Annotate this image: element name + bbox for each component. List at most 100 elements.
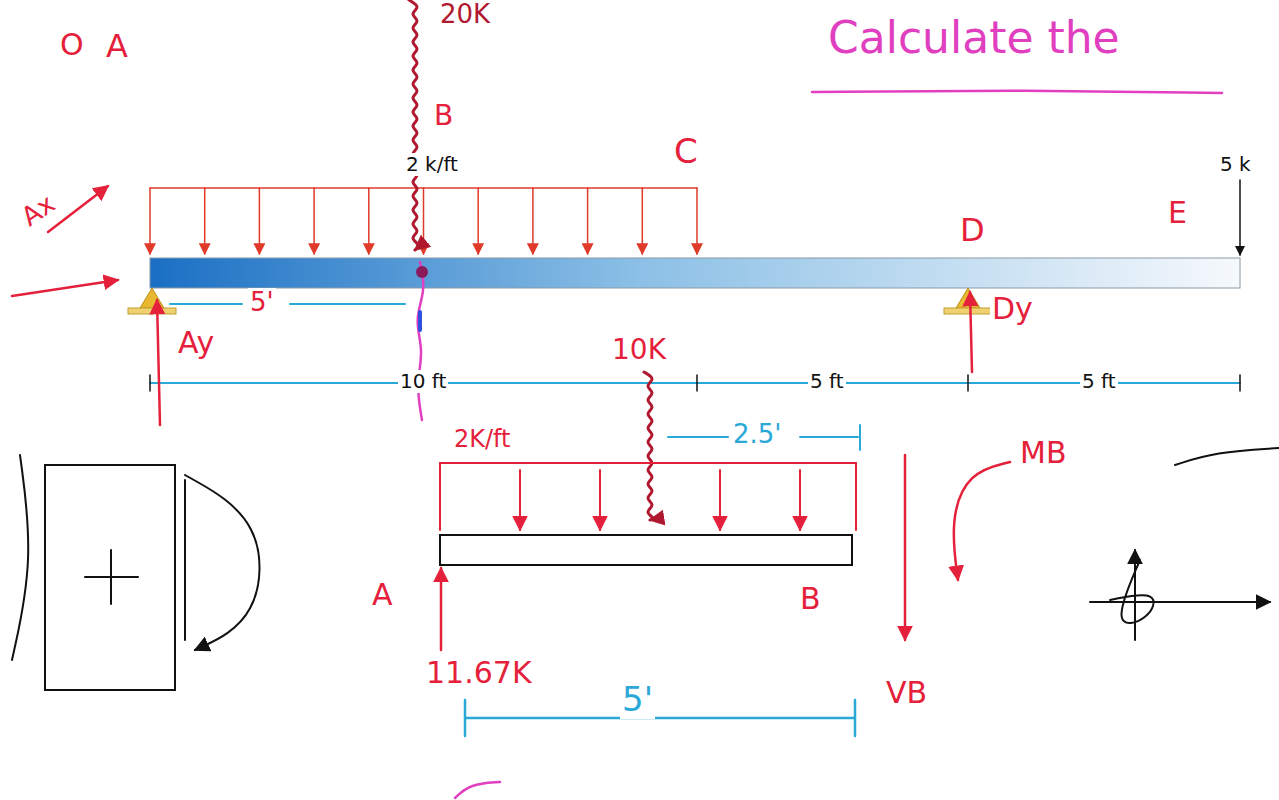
label-anchor: 5' [620,680,655,719]
label-anchor: A [104,28,130,65]
point-label: B [798,582,823,617]
load-label: 20K [438,0,492,30]
reaction-arrow [12,280,118,296]
dimension-label: 5 ft [808,370,846,393]
label-anchor: 10K [610,334,668,366]
label-anchor: MB [1018,436,1068,471]
load-arrow [532,188,534,254]
pin-support [956,288,980,308]
point-label: B [432,100,455,132]
label-anchor: 2.5' [731,420,784,450]
label-anchor: B [432,100,455,132]
reaction-label: Ax [15,188,63,234]
shear-label: VB [884,676,929,711]
dimension-label: 10 ft [398,370,448,393]
load-arrow [204,188,206,254]
plus-sign [110,550,112,604]
support-base [944,308,992,314]
reaction-arrow [157,300,160,425]
sign-convention-box [45,465,175,690]
fbd-load-line [440,462,856,464]
resultant-squiggle [644,372,653,520]
point-label: D [958,212,987,249]
dimension-line [290,303,405,305]
load-label: 2K/ft [452,426,513,454]
fbd-load-arrow [719,470,721,530]
load-arrow [642,188,644,254]
label-anchor: 2K/ft [452,426,513,454]
dimension-tick [696,375,698,391]
load-arrow [587,188,589,254]
dimension-tick [1239,375,1241,391]
moment-arrow [954,462,1010,580]
title-underline [812,91,1222,93]
dimension-label: 5' [620,680,655,719]
dimension-line [465,717,855,720]
dimension-tick [464,700,467,736]
axis-sketch [1175,448,1279,465]
moment-label: MB [1018,436,1068,471]
section-cut [418,262,424,420]
label-anchor: VB [884,676,929,711]
point-label: A [370,578,395,613]
bracket-stroke [455,782,500,798]
reaction-arrow [440,568,443,650]
dimension-tick [149,375,151,391]
reaction-label: 11.67K [424,656,534,691]
load-arrow [423,188,425,254]
axis-sketch [1090,601,1270,603]
section-mark [418,312,422,330]
label-anchor: C [672,132,700,171]
label-anchor: B [798,582,823,617]
label-anchor: D [958,212,987,249]
label-anchor: A [370,578,395,613]
dimension-line [150,382,1240,384]
load-label: 2 k/ft [404,153,460,176]
dimension-tick [967,375,969,391]
point-label: A [104,28,130,65]
moment-sketch [185,475,260,650]
label-anchor: E [1166,196,1189,231]
section-point [416,266,428,278]
load-arrow [696,188,698,254]
shear-sketch [184,480,186,640]
label-anchor: O [58,28,86,63]
point-label: O [58,28,86,63]
load-label: 10K [610,334,668,366]
label-anchor: 20K [438,0,492,30]
load-arrow [477,188,479,254]
moment-sketch [12,455,28,660]
point-load-squiggle [409,0,418,250]
support-base [128,308,176,314]
load-arrow [149,188,151,254]
label-anchor: Ay [176,326,216,361]
dimension-label: 5 ft [1080,370,1118,393]
label-anchor: 10 ft [398,370,448,393]
title: Calculate the [828,12,1120,63]
label-anchor: 2 k/ft [404,153,460,176]
fbd-beam [440,535,852,565]
label-anchor: Ax [15,188,63,234]
point-label: E [1166,196,1189,231]
dimension-line [800,436,858,438]
fbd-load-arrow [599,470,601,530]
load-arrow [368,188,370,254]
point-label: C [672,132,700,171]
reaction-label: Ay [176,326,216,361]
fbd-load-line [439,463,441,530]
label-anchor: 5' [248,288,276,318]
fbd-load-line [855,463,857,530]
label-anchor: 11.67K [424,656,534,691]
dimension-label: 5' [248,288,276,318]
pin-support [140,288,164,308]
load-arrow [259,188,261,254]
dimension-tick [854,700,857,736]
reaction-label: Dy [990,292,1035,327]
load-arrow [313,188,315,254]
dimension-line [170,303,242,305]
shear-arrow [904,455,907,640]
fbd-load-arrow [799,470,801,530]
label-anchor: 5 ft [1080,370,1118,393]
